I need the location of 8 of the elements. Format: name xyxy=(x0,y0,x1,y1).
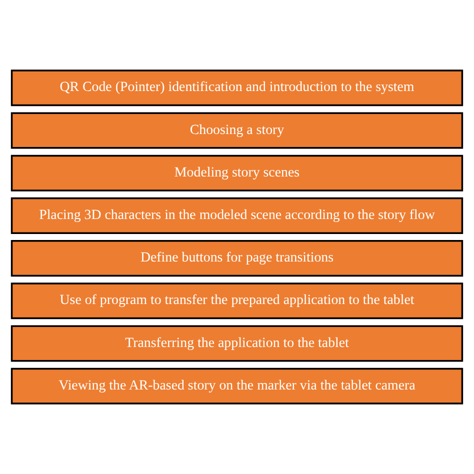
node-box: Transferring the application to the tablet xyxy=(10,325,464,362)
node-box: Viewing the AR-based story on the marker via the tablet camera xyxy=(10,368,464,404)
node-box: Define buttons for page transitions xyxy=(10,240,464,277)
node-box: Choosing a story xyxy=(10,112,464,149)
node-box: Placing 3D characters in the modeled scene according to the story flow xyxy=(10,197,464,234)
node-box: Modeling story scenes xyxy=(10,154,464,192)
node-box: QR Code (Pointer) identification and introduction to the system xyxy=(10,70,464,106)
node-box: Use of program to transfer the prepared application to the tablet xyxy=(10,282,464,320)
